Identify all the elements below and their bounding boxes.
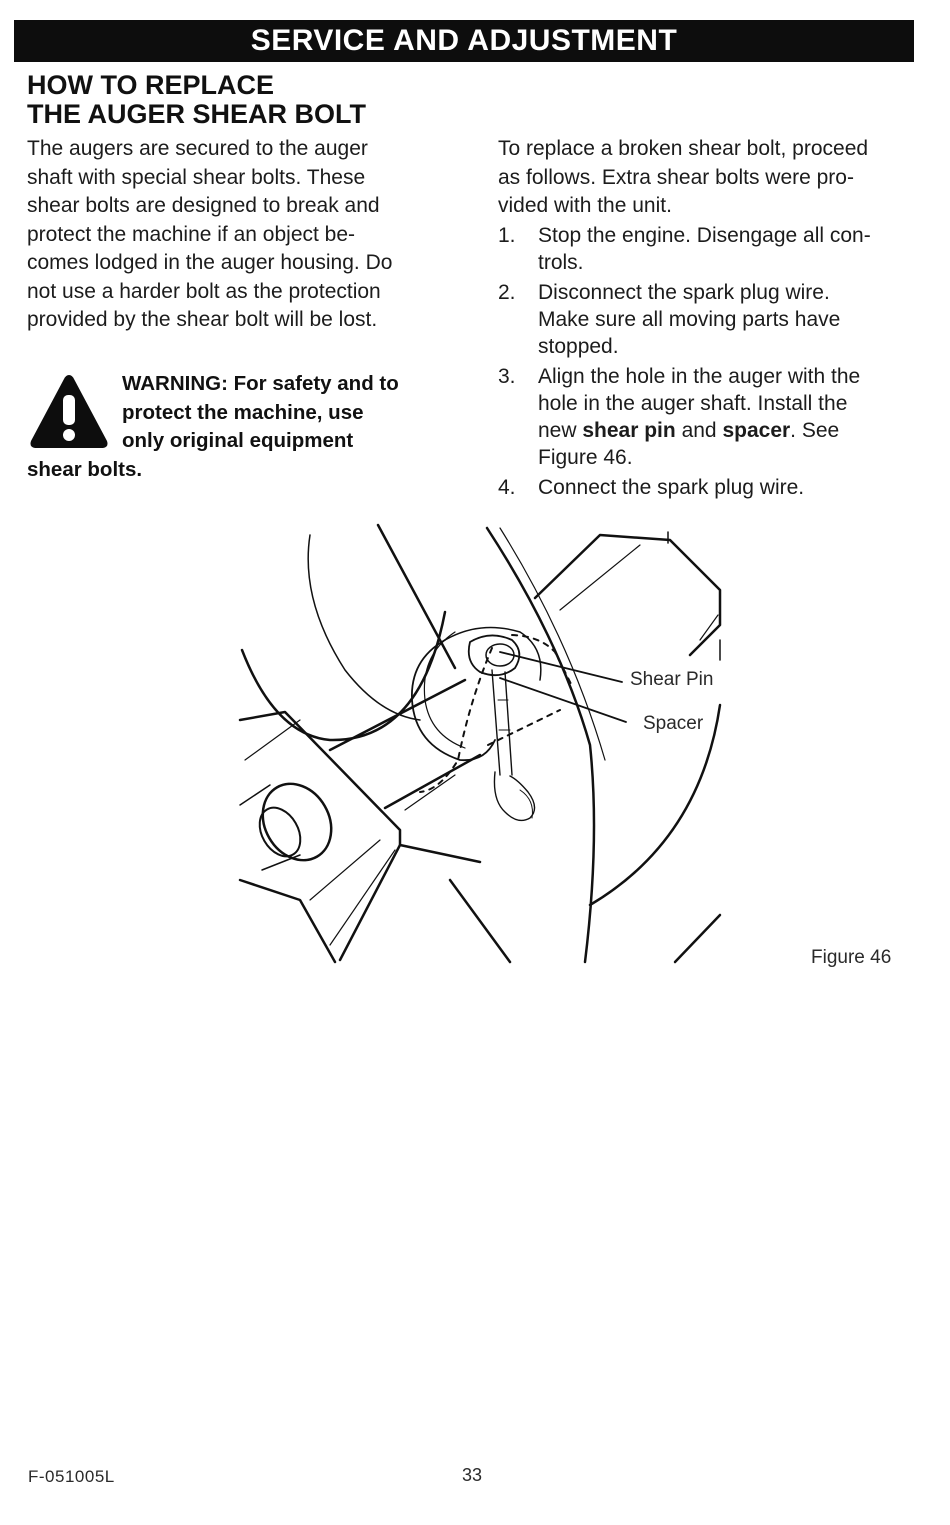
- spacer-term: spacer: [722, 419, 791, 442]
- heading-line-2: THE AUGER SHEAR BOLT: [27, 99, 367, 129]
- heading-line-1: HOW TO REPLACE: [27, 70, 275, 100]
- step-line: trols.: [538, 251, 584, 274]
- intro-line: comes lodged in the auger housing. Do: [27, 251, 393, 274]
- step-item: 1. Stop the engine. Disengage all con- t…: [498, 222, 928, 276]
- intro-line: shear bolts are designed to break and: [27, 194, 380, 217]
- procedure-intro: To replace a broken shear bolt, proceed …: [498, 135, 923, 221]
- step-line: Disconnect the spark plug wire.: [538, 281, 830, 304]
- step-item: 3. Align the hole in the auger with the …: [498, 363, 928, 471]
- procedure-intro-line: vided with the unit.: [498, 194, 672, 217]
- intro-line: The augers are secured to the auger: [27, 137, 368, 160]
- intro-line: provided by the shear bolt will be lost.: [27, 308, 378, 331]
- page-number: 33: [462, 1465, 483, 1485]
- warning-triangle-icon: [30, 375, 108, 448]
- step-line: Stop the engine. Disengage all con-: [538, 224, 871, 247]
- procedure-steps: 1. Stop the engine. Disengage all con- t…: [498, 222, 928, 504]
- warning-line: shear bolts.: [27, 457, 143, 481]
- step-line: Connect the spark plug wire.: [538, 476, 805, 499]
- shear-pin-term: shear pin: [582, 419, 676, 442]
- document-code: F-051005L: [28, 1467, 115, 1486]
- step-number: 4.: [498, 476, 516, 499]
- procedure-intro-line: To replace a broken shear bolt, proceed: [498, 137, 869, 160]
- section-heading: HOW TO REPLACE THE AUGER SHEAR BOLT: [27, 71, 366, 129]
- intro-line: protect the machine if an object be-: [27, 222, 356, 246]
- step-number: 2.: [498, 281, 516, 304]
- figure-caption: Figure 46: [811, 947, 892, 968]
- warning-text: WARNING: For safety and to protect the m…: [27, 370, 457, 484]
- step-number: 3.: [498, 365, 516, 388]
- warning-line: WARNING: For safety and to: [122, 372, 399, 395]
- warning-line: only original equipment: [122, 429, 354, 452]
- intro-paragraph: The augers are secured to the auger shaf…: [27, 135, 467, 335]
- step-line: Make sure all moving parts have: [538, 308, 841, 331]
- intro-line: shaft with special shear bolts. These: [27, 165, 366, 189]
- step-line: hole in the auger shaft. Install the: [538, 392, 848, 415]
- step-line: Figure 46.: [538, 446, 633, 469]
- warning-line: protect the machine, use: [122, 400, 364, 424]
- section-banner: SERVICE AND ADJUSTMENT: [14, 20, 914, 62]
- intro-line: not use a harder bolt as the protection: [27, 279, 381, 303]
- procedure-intro-line: as follows. Extra shear bolts were pro-: [498, 165, 854, 189]
- step-item: 4. Connect the spark plug wire.: [498, 474, 928, 501]
- banner-title: SERVICE AND ADJUSTMENT: [250, 24, 678, 57]
- step-line: stopped.: [538, 335, 619, 358]
- step-item: 2. Disconnect the spark plug wire. Make …: [498, 279, 928, 360]
- step-text: new: [538, 419, 583, 442]
- step-text: . See: [790, 419, 840, 442]
- step-number: 1.: [498, 224, 516, 247]
- callout-spacer: Spacer: [643, 713, 704, 735]
- step-text: and: [675, 419, 723, 442]
- step-line: Align the hole in the auger with the: [538, 365, 861, 388]
- callout-shear-pin: Shear Pin: [630, 669, 714, 691]
- auger-shear-pin-illustration: [238, 523, 722, 964]
